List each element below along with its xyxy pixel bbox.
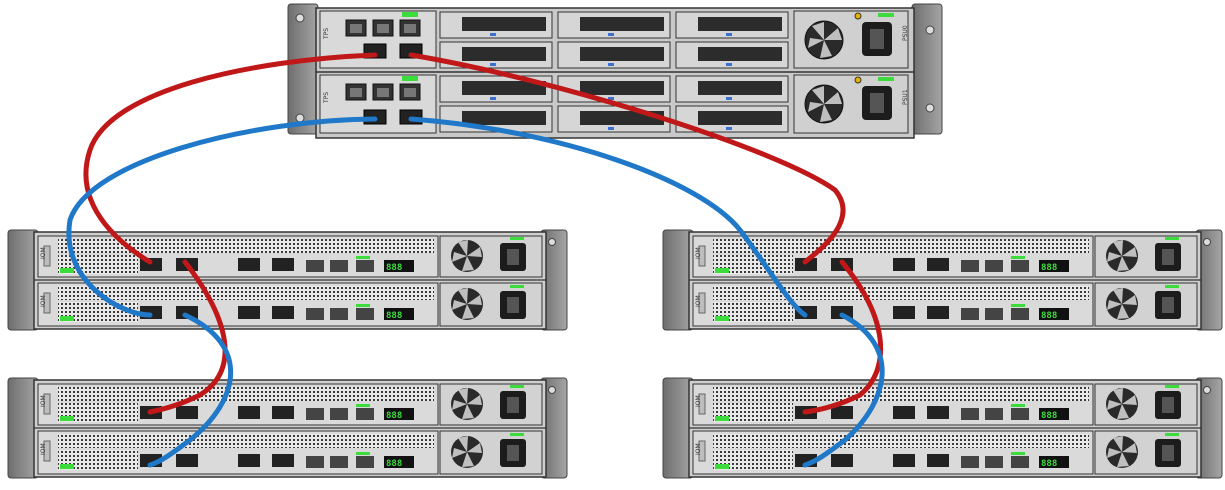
mount-screw-icon: [295, 113, 305, 123]
controller-left-ear: [287, 3, 319, 135]
iom-label: IOM: [695, 247, 702, 259]
iom-label: IOM: [695, 295, 702, 307]
iom-label: IOM: [40, 395, 47, 407]
shelf-id-display: 888: [386, 411, 402, 421]
fan-icon: [804, 20, 844, 60]
shelf-id-display: 888: [1041, 459, 1057, 469]
controller-right-ear: [911, 3, 943, 135]
shelf-id-display: 888: [386, 459, 402, 469]
cable-red-right-chain: [802, 259, 884, 415]
status-led: [402, 12, 418, 17]
shelf-id-display: 888: [1041, 263, 1057, 273]
shelf-id-display: 888: [1041, 311, 1057, 321]
mount-screw-icon: [925, 25, 935, 35]
pcie-slot-grid: [439, 11, 789, 133]
disk-shelf-right-lower: IOM IOM 888 888: [662, 377, 1223, 479]
cable-blue-left: [66, 116, 378, 318]
iom-label: IOM: [695, 443, 702, 455]
iom-label: IOM: [40, 295, 47, 307]
psu-label: PSU1: [902, 89, 909, 105]
sas-cables: [66, 52, 885, 468]
iom-label: IOM: [40, 247, 47, 259]
cable-blue-right: [408, 116, 808, 318]
controller-chassis: TPS TPS: [287, 3, 943, 139]
shelf-id-display: 888: [386, 311, 402, 321]
mount-screw-icon: [925, 103, 935, 113]
disk-shelf-left-upper: IOM IOM 888 888: [7, 229, 568, 331]
cable-blue-left-chain: [147, 312, 234, 468]
disk-shelf-right-upper: IOM IOM 888 888: [662, 229, 1223, 331]
iom-label: IOM: [695, 395, 702, 407]
fan-icon: [804, 84, 844, 124]
disk-shelves: IOM IOM 888 888: [7, 229, 1223, 479]
cable-red-right: [408, 52, 846, 265]
status-led: [402, 76, 418, 81]
controller-module-b: TPS: [319, 74, 437, 134]
cable-blue-right-chain: [802, 312, 885, 468]
iom-label: IOM: [40, 443, 47, 455]
slot-label: TPS: [323, 28, 330, 40]
shelf-id-display: 888: [1041, 411, 1057, 421]
status-led: [878, 77, 894, 81]
status-led: [878, 13, 894, 17]
mount-screw-icon: [295, 13, 305, 23]
controller-psu-1: PSU1: [793, 74, 909, 134]
disk-shelf-left-lower: IOM IOM 888 888: [7, 377, 568, 479]
slot-label: TPS: [323, 92, 330, 104]
controller-psu-0: PSU0: [793, 10, 909, 69]
shelf-id-display: 888: [386, 263, 402, 273]
cable-red-left-chain: [147, 259, 228, 415]
cable-red-left: [83, 52, 378, 265]
psu-label: PSU0: [902, 25, 909, 41]
